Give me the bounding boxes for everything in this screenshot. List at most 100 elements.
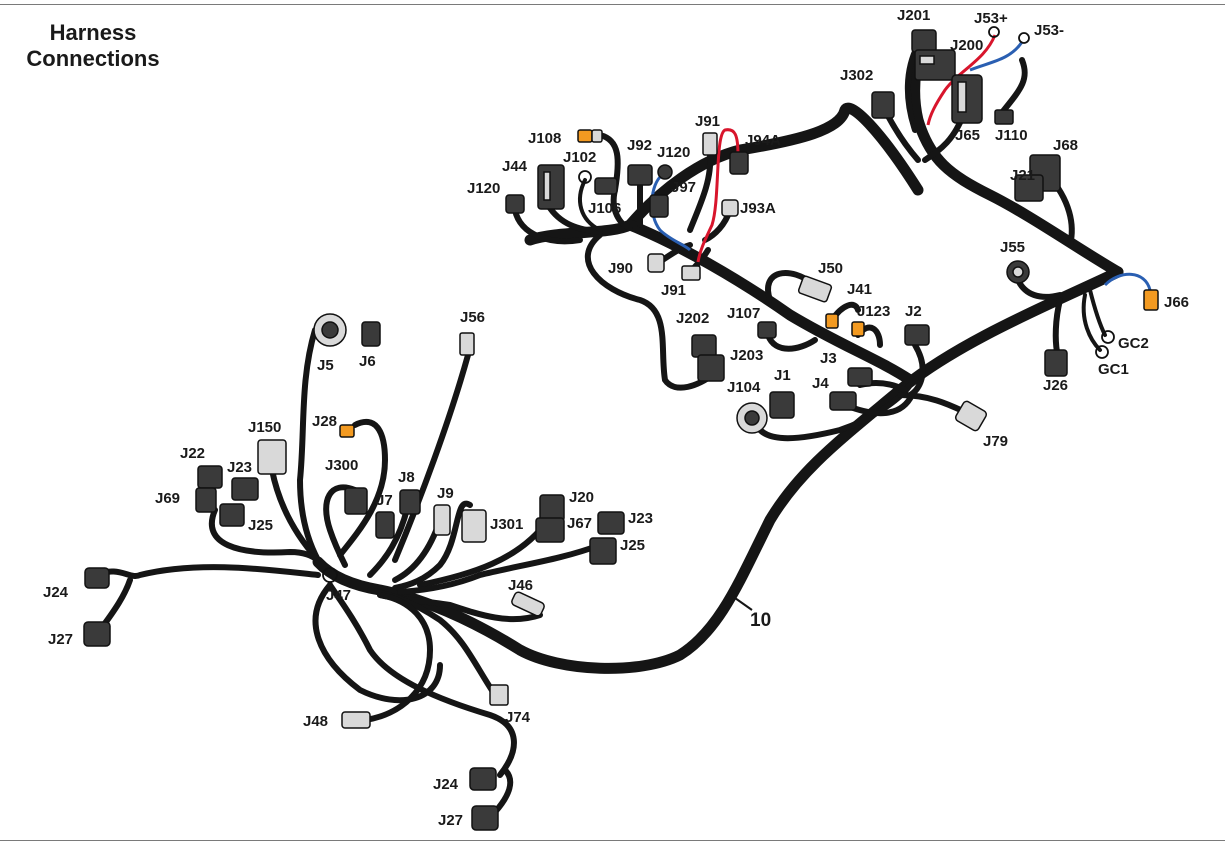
connector-j106-icon [594, 177, 618, 195]
label-j24-left: J24 [43, 584, 69, 601]
label-gc2: GC2 [1118, 335, 1149, 352]
connector-j150-icon [257, 439, 287, 475]
connector-j27-left-icon [83, 621, 111, 647]
connector-j4-icon [829, 391, 857, 411]
label-j123: J123 [857, 303, 890, 320]
label-j28: J28 [312, 413, 337, 430]
wire-j28 [337, 418, 388, 558]
connector-j24-bottom-icon [469, 767, 497, 791]
wire-j104 [752, 382, 913, 442]
wire-j91-top [687, 152, 714, 233]
wire-j8 [367, 502, 411, 578]
wire-j300 [323, 484, 358, 568]
connector-j104-icon [736, 402, 768, 434]
connector-j91-lower-icon [681, 265, 701, 281]
label-j301: J301 [490, 516, 523, 533]
connector-j7-icon [375, 511, 395, 539]
bottom-border [0, 840, 1225, 841]
wire-j22 [208, 507, 321, 563]
label-j24-bottom: J24 [433, 776, 459, 793]
label-j27-left: J27 [48, 631, 73, 648]
label-j66: J66 [1164, 294, 1189, 311]
wire-j56 [392, 352, 471, 563]
connector-j53p-icon [988, 26, 1000, 38]
label-j6: J6 [359, 353, 376, 370]
connector-j90-icon [647, 253, 665, 273]
label-j107: J107 [727, 305, 760, 322]
wire-j55 [1015, 277, 1063, 300]
connector-gc1-icon [1095, 345, 1109, 359]
connector-j120-left-icon [505, 194, 525, 214]
connector-j50-icon [797, 275, 833, 303]
connector-j202-icon [691, 334, 717, 358]
red-wire-j53 [926, 34, 997, 126]
wire-j48 [362, 592, 433, 723]
label-j53-minus: J53- [1034, 22, 1064, 39]
connector-j23-right-icon [597, 511, 625, 535]
wire-loop-bottom [312, 582, 443, 704]
label-j93a: J93A [740, 200, 776, 217]
label-j46: J46 [508, 577, 533, 594]
connector-j53m-icon [1018, 32, 1030, 44]
connector-j25-left-icon [219, 503, 245, 527]
label-j120-left: J120 [467, 180, 500, 197]
label-j108: J108 [528, 130, 561, 147]
label-j94a: J94A [745, 132, 781, 149]
label-j68: J68 [1053, 137, 1078, 154]
label-j67: J67 [567, 515, 592, 532]
wire-j202-loop [584, 232, 715, 391]
label-j110: J110 [995, 127, 1028, 144]
label-j300: J300 [325, 457, 358, 474]
connector-j201-icon [911, 29, 937, 53]
label-j4: J4 [812, 375, 829, 392]
label-j200: J200 [950, 37, 983, 54]
label-j69: J69 [155, 490, 180, 507]
connector-j302-icon [871, 91, 895, 119]
harness-trunk [312, 266, 1124, 674]
label-j20: J20 [569, 489, 594, 506]
red-wire-j94a [696, 128, 740, 263]
label-j56: J56 [460, 309, 485, 326]
connector-j47-icon [322, 567, 338, 583]
label-j201: J201 [897, 7, 930, 24]
wire-j120-left [512, 207, 583, 245]
wire-j24 [92, 564, 321, 580]
harness-branch-center [624, 219, 916, 386]
connector-j22-icon [197, 465, 223, 489]
label-j3: J3 [820, 350, 837, 367]
label-j97: J97 [671, 179, 696, 196]
label-j104: J104 [727, 379, 761, 396]
label-gc1: GC1 [1098, 361, 1129, 378]
connector-j66-icon [1143, 289, 1159, 311]
connector-j24-left-icon [84, 567, 110, 589]
label-j90: J90 [608, 260, 633, 277]
connector-j56-icon [459, 332, 475, 356]
wire-j301 [392, 500, 473, 591]
label-j25-right: J25 [620, 537, 645, 554]
connector-j27-bottom-icon [471, 805, 499, 831]
harness-trunk-upper [909, 44, 1124, 278]
wire-j23-right [397, 542, 603, 595]
connector-j74-icon [489, 684, 509, 706]
connector-j6-icon [361, 321, 381, 347]
label-j9: J9 [437, 485, 454, 502]
label-j2: J2 [905, 303, 922, 320]
wire-j107 [765, 332, 818, 352]
label-j202: J202 [676, 310, 709, 327]
connector-j203-icon [697, 354, 725, 382]
connector-j79-icon [954, 400, 988, 432]
connector-j301-icon [461, 509, 487, 543]
connector-j41-icon [825, 313, 839, 329]
connector-j94a-icon [729, 151, 749, 175]
harness-branch-middle [524, 102, 924, 246]
label-j74: J74 [505, 709, 531, 726]
label-j91-top: J91 [695, 113, 720, 130]
label-j41: J41 [847, 281, 872, 298]
connector-j120-top-icon [657, 164, 673, 180]
label-j1: J1 [774, 367, 791, 384]
blue-wire-j53 [969, 41, 1024, 72]
label-j302: J302 [840, 67, 873, 84]
label-j55: J55 [1000, 239, 1025, 256]
label-j8: J8 [398, 469, 415, 486]
